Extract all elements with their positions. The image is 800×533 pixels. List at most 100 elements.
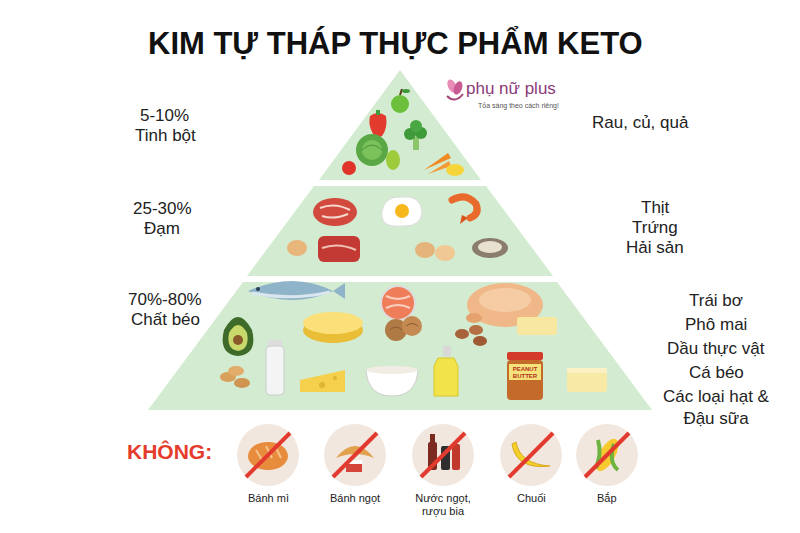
vegetables bbox=[400, 89, 402, 95]
jar-label: PEANUT BUTTER bbox=[509, 366, 541, 380]
nutrient-label: Tinh bột bbox=[135, 126, 196, 146]
nutrient-label: Đạm bbox=[144, 219, 180, 239]
vegetables bbox=[362, 145, 382, 150]
fat-foods bbox=[366, 366, 418, 374]
food-label: Trứng bbox=[632, 218, 678, 238]
logo-text: phụ nữ plus bbox=[466, 79, 556, 99]
banned-label: Bánh ngọt bbox=[330, 492, 380, 505]
fat-foods bbox=[455, 329, 469, 339]
vegetables bbox=[362, 140, 382, 160]
fat-foods bbox=[248, 281, 345, 300]
vegetables bbox=[402, 89, 410, 93]
protein-foods bbox=[322, 245, 356, 250]
pyramid-tier bbox=[148, 70, 652, 410]
ban-slash bbox=[246, 433, 629, 477]
banned-icon bbox=[412, 424, 474, 486]
fat-foods bbox=[333, 376, 337, 380]
vegetables bbox=[376, 110, 380, 115]
banned-icon bbox=[500, 424, 562, 486]
fat-foods bbox=[380, 285, 416, 321]
fat-foods bbox=[223, 317, 254, 356]
fat-foods bbox=[319, 382, 325, 388]
pyramid-tier bbox=[247, 186, 553, 276]
fat-foods bbox=[507, 352, 543, 360]
protein-foods bbox=[415, 242, 435, 258]
banned-label: Chuối bbox=[517, 492, 546, 505]
fat-foods bbox=[303, 312, 363, 334]
vegetables bbox=[369, 113, 386, 137]
food-label: Rau, củ, quả bbox=[592, 113, 688, 133]
banned-label: Bánh mì bbox=[248, 492, 289, 505]
fat-foods bbox=[469, 325, 483, 335]
logo-flower bbox=[445, 78, 464, 100]
protein-foods bbox=[460, 215, 468, 224]
vegetables bbox=[342, 161, 356, 175]
logo-flower bbox=[447, 94, 463, 100]
vegetables bbox=[446, 164, 464, 176]
fat-foods bbox=[509, 364, 541, 380]
banned-label: Nước ngọt, rượu bia bbox=[404, 492, 482, 518]
banned-icon bbox=[237, 424, 299, 486]
protein-foods bbox=[320, 205, 350, 217]
fat-foods bbox=[443, 346, 451, 356]
fat-foods bbox=[228, 325, 247, 351]
vegetables bbox=[342, 89, 464, 176]
protein-foods bbox=[287, 240, 307, 256]
vegetables bbox=[356, 134, 388, 166]
fat-foods bbox=[386, 296, 410, 308]
fat-foods bbox=[517, 317, 557, 335]
banned-icon bbox=[324, 424, 386, 486]
banned-icon bbox=[430, 434, 435, 442]
banned-label: Bắp bbox=[597, 492, 617, 505]
ban-slash bbox=[333, 433, 377, 477]
protein-foods bbox=[452, 197, 477, 218]
food-label: Dầu thực vật bbox=[667, 338, 764, 360]
chart-title: KIM TỰ THÁP THỰC PHẨM KETO bbox=[148, 26, 643, 62]
food-label: Hải sản bbox=[626, 238, 684, 258]
food-label: Phô mai bbox=[685, 314, 747, 336]
vegetables bbox=[391, 95, 409, 113]
fat-foods bbox=[252, 292, 330, 297]
banned-icon bbox=[576, 424, 638, 486]
fat-foods bbox=[234, 378, 250, 388]
fat-foods bbox=[382, 287, 414, 319]
fat-foods bbox=[473, 336, 487, 346]
food-label: Cá béo bbox=[689, 362, 744, 384]
protein-foods bbox=[382, 197, 422, 226]
food-label: Thịt bbox=[641, 198, 669, 218]
fat-foods bbox=[256, 287, 260, 291]
banned-icon bbox=[237, 424, 638, 486]
percent-label: 70%-80% bbox=[128, 290, 202, 310]
protein-foods bbox=[472, 238, 508, 258]
fat-foods bbox=[434, 358, 458, 396]
fat-foods bbox=[233, 335, 243, 345]
fat-foods bbox=[268, 340, 282, 346]
fat-foods bbox=[507, 360, 543, 400]
banned-heading: KHÔNG: bbox=[127, 440, 212, 464]
fat-foods bbox=[567, 368, 607, 392]
vegetables bbox=[386, 150, 400, 170]
fat-foods bbox=[266, 346, 284, 395]
logo-tagline: Tỏa sáng theo cách riêng! bbox=[478, 101, 559, 110]
percent-label: 5-10% bbox=[140, 106, 189, 126]
ban-slash bbox=[585, 433, 629, 477]
protein-foods bbox=[478, 241, 502, 253]
ban-slash bbox=[246, 433, 290, 477]
protein-foods bbox=[318, 236, 360, 262]
ban-slash bbox=[421, 433, 465, 477]
food-label: Trái bơ bbox=[689, 290, 743, 312]
nutrient-label: Chất béo bbox=[131, 310, 200, 330]
ban-slash bbox=[509, 433, 553, 477]
pyramid-tier bbox=[319, 70, 481, 180]
fat-foods bbox=[228, 366, 244, 376]
pyramid-tier bbox=[148, 282, 652, 410]
protein-foods bbox=[287, 197, 508, 262]
fat-foods bbox=[220, 281, 607, 400]
fat-foods bbox=[390, 324, 418, 331]
percent-label: 25-30% bbox=[133, 199, 192, 219]
banned-icon bbox=[452, 444, 460, 470]
protein-foods bbox=[395, 204, 409, 218]
protein-foods bbox=[313, 198, 357, 226]
